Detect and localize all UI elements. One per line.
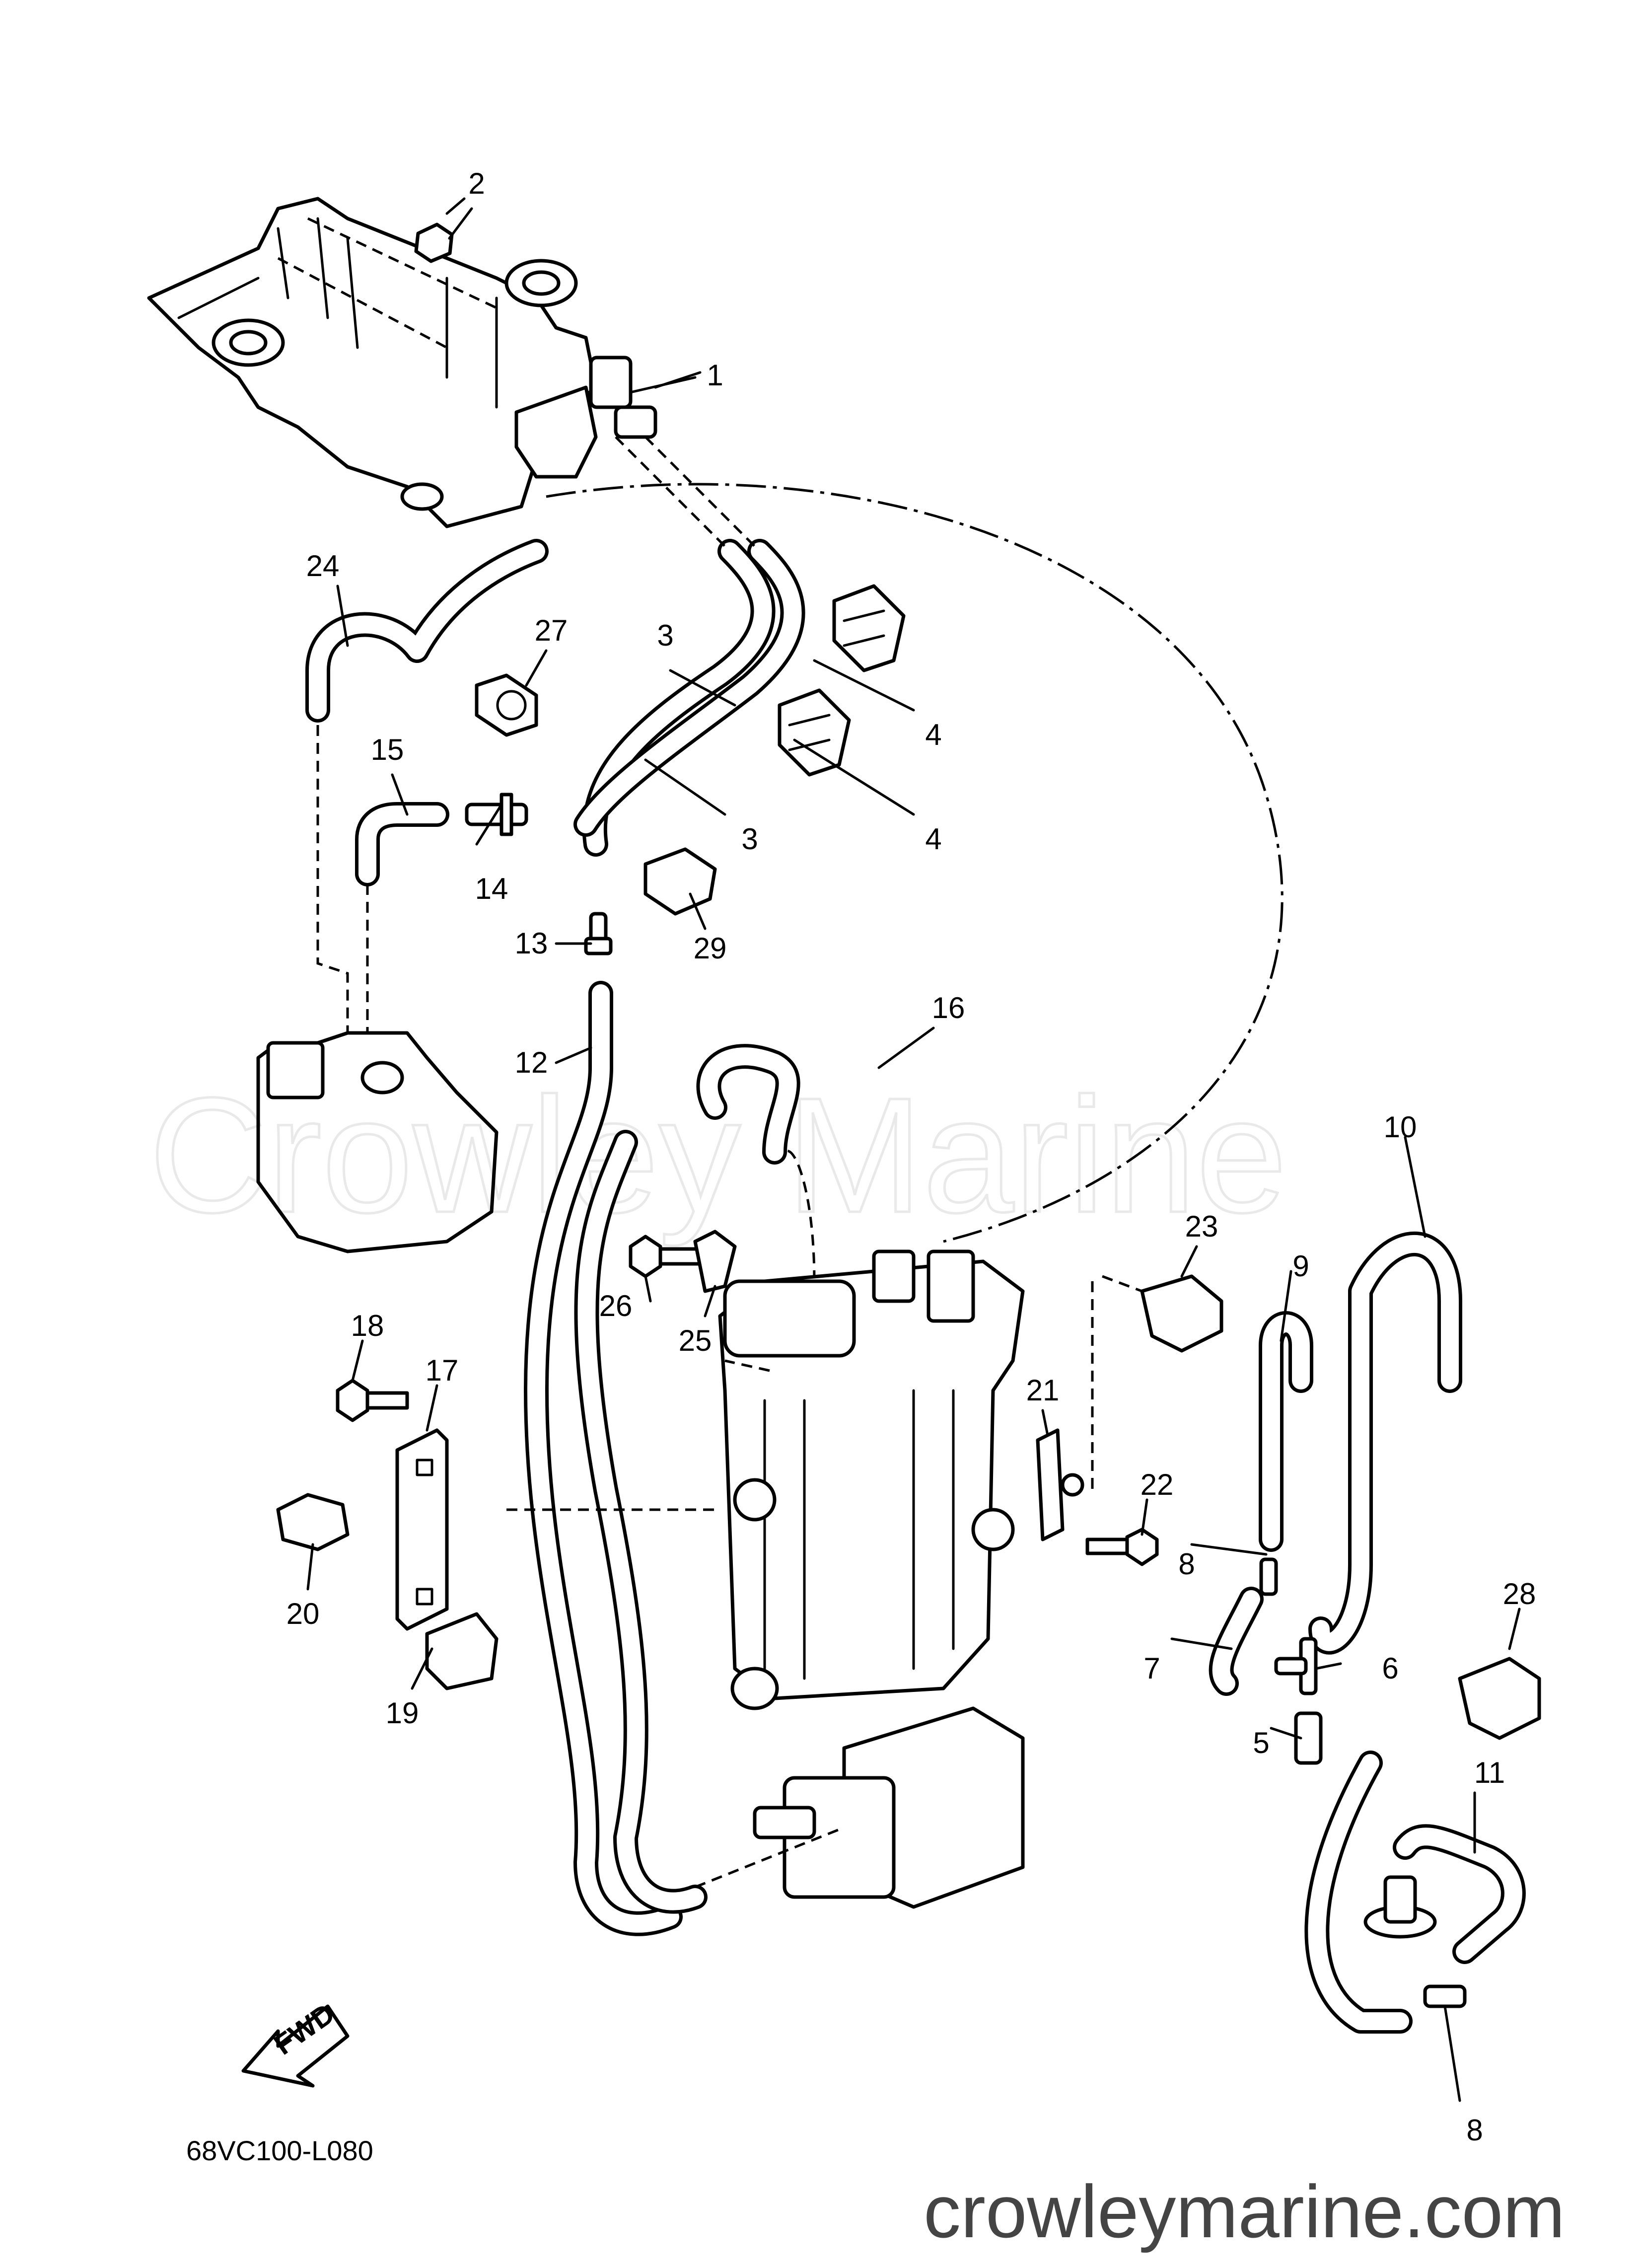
hose-part-24 xyxy=(305,539,549,1033)
callout-29: 29 xyxy=(694,932,727,965)
filler-neck-fitting xyxy=(1363,1875,1437,1939)
hose-part-11 xyxy=(1304,1751,1526,2034)
callout-20: 20 xyxy=(286,1597,320,1630)
callout-19: 19 xyxy=(386,1696,419,1730)
clamp-part-27 xyxy=(475,673,538,737)
callout-2: 2 xyxy=(468,167,485,200)
callout-21: 21 xyxy=(1026,1374,1060,1407)
nut-part-2 xyxy=(414,197,466,263)
grommet-part-4-lower xyxy=(778,688,851,777)
callout-labels: 1 2 3 3 4 4 5 6 7 8 8 9 10 11 12 13 14 1… xyxy=(286,167,1536,2147)
hose-routing-line xyxy=(546,483,1284,1243)
clamp-part-23 xyxy=(1091,1274,1223,1490)
diagram-code: 68VC100-L080 xyxy=(186,2135,373,2166)
t-joint-part-6 xyxy=(1274,1637,1318,1695)
clamp-part-28 xyxy=(1458,1657,1541,1740)
clamp-part-20 xyxy=(276,1493,350,1551)
callout-8-lower: 8 xyxy=(1466,2114,1483,2147)
callout-22: 22 xyxy=(1141,1468,1174,1501)
callout-10: 10 xyxy=(1384,1110,1417,1144)
clamp-part-19 xyxy=(425,1612,499,1690)
hose-part-15 xyxy=(355,802,449,1033)
clamp-part-29 xyxy=(643,847,717,916)
hose-part-10 xyxy=(1308,1231,1462,1655)
callout-15: 15 xyxy=(371,733,404,766)
callout-12: 12 xyxy=(515,1046,548,1079)
bolt-part-22 xyxy=(1085,1528,1159,1566)
callout-1: 1 xyxy=(707,359,723,392)
solenoid-valve-part-1 xyxy=(514,356,702,479)
callout-3-upper: 3 xyxy=(657,619,673,652)
callout-26: 26 xyxy=(599,1289,633,1322)
callout-18: 18 xyxy=(351,1309,384,1342)
callout-23: 23 xyxy=(1185,1210,1218,1243)
joint-part-8-lower xyxy=(1423,1984,1467,2008)
bracket-part-21 xyxy=(1036,1428,1084,1541)
hose-part-5 xyxy=(1294,1711,1323,1765)
callout-28: 28 xyxy=(1503,1577,1536,1610)
callout-8-upper: 8 xyxy=(1178,1547,1195,1581)
callout-25: 25 xyxy=(679,1324,712,1357)
hoses-part-3 xyxy=(573,436,805,857)
engine-top-block xyxy=(147,197,598,528)
grommet-part-4-upper xyxy=(832,584,906,672)
joint-part-8-upper xyxy=(1259,1557,1278,1596)
leader-lines xyxy=(306,207,1521,2102)
bolt-part-18 xyxy=(336,1379,409,1422)
callout-6: 6 xyxy=(1382,1652,1398,1685)
check-valve-part-13 xyxy=(584,912,613,955)
callout-5: 5 xyxy=(1253,1726,1269,1759)
clip-part-25 xyxy=(693,1230,737,1293)
callout-7: 7 xyxy=(1143,1652,1160,1685)
forward-direction-arrow: FWD xyxy=(241,1997,350,2088)
callout-9: 9 xyxy=(1292,1249,1309,1283)
callout-4-lower: 4 xyxy=(925,822,941,856)
hose-part-9 xyxy=(1259,1311,1313,1552)
hose-part-7 xyxy=(1209,1587,1264,1696)
callout-4-upper: 4 xyxy=(925,718,941,751)
callout-24: 24 xyxy=(306,549,340,583)
engine-lower-block xyxy=(256,1031,499,1253)
callout-16: 16 xyxy=(932,991,965,1024)
hose-part-16 xyxy=(696,1044,816,1282)
callout-27: 27 xyxy=(535,614,568,647)
callout-14: 14 xyxy=(475,872,508,905)
callout-13: 13 xyxy=(515,927,548,960)
callout-11: 11 xyxy=(1474,1756,1505,1789)
callout-3-lower: 3 xyxy=(741,822,758,856)
charcoal-canister xyxy=(695,1706,1025,1909)
bolt-part-26 xyxy=(629,1235,702,1278)
hose-part-12 xyxy=(524,981,708,1936)
website-url: crowleymarine.com xyxy=(924,2170,1565,2253)
vapor-separator-body xyxy=(506,1249,1025,1710)
callout-17: 17 xyxy=(426,1354,459,1387)
bracket-part-17 xyxy=(395,1428,449,1631)
